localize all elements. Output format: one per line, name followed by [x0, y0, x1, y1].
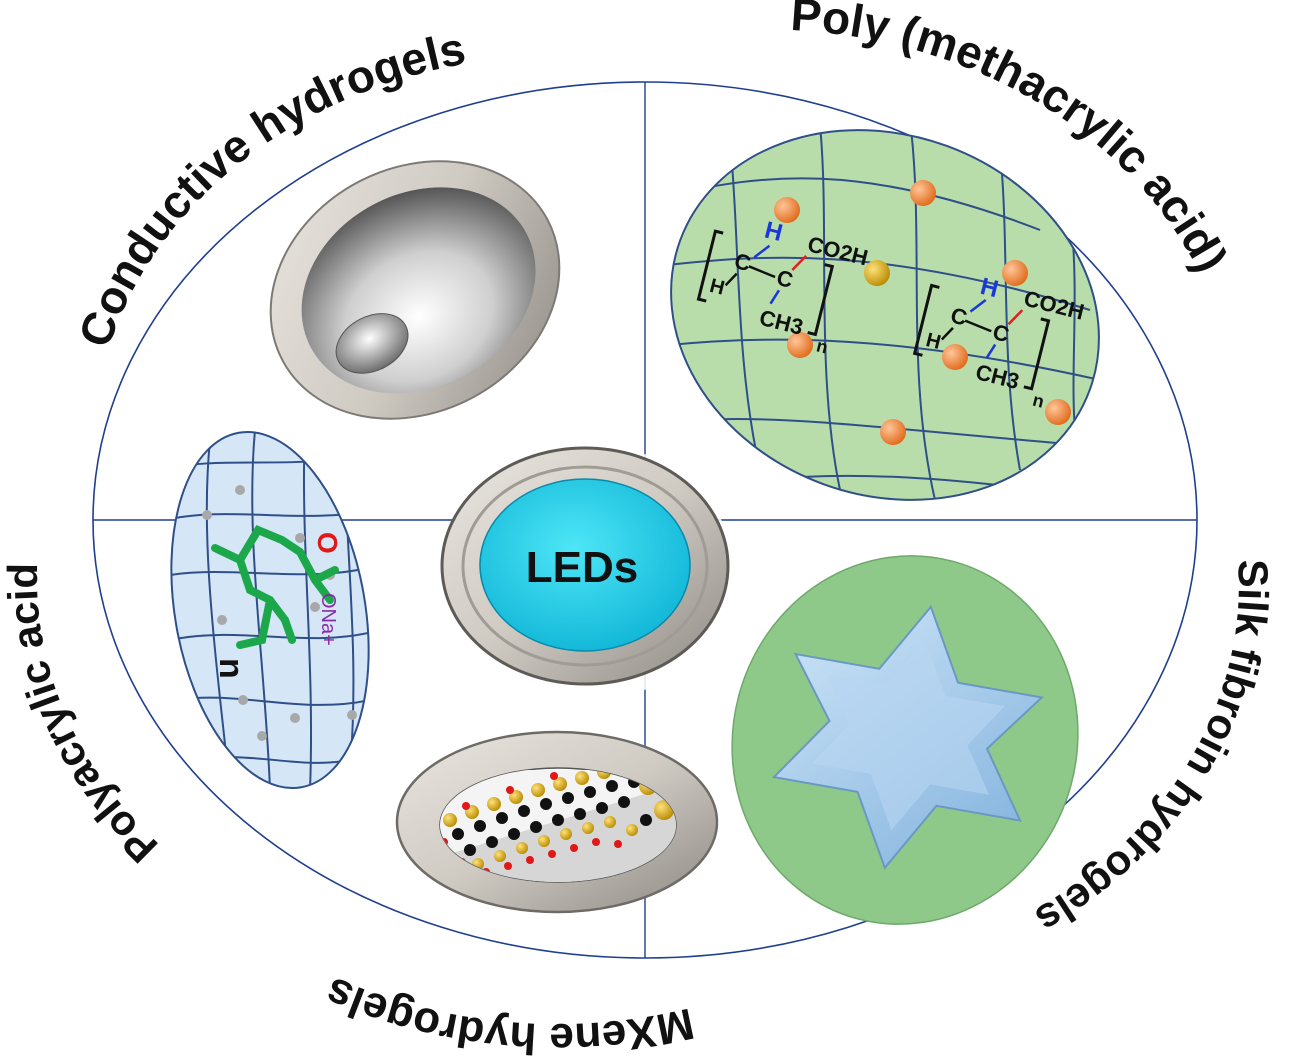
pma2-c2-label: C — [990, 319, 1012, 347]
pma2-h2-label: H — [924, 329, 943, 354]
label-polyacrylic-acid: Polyacrylic acid — [0, 563, 166, 873]
pma-ion-dots — [774, 180, 1071, 445]
silk-fibroin-panel — [731, 555, 1079, 925]
pma1-c1-label: C — [732, 248, 754, 276]
paa-green-chain — [211, 524, 339, 649]
pma2-n-label: n — [1031, 390, 1047, 412]
pma1-n-label: n — [814, 335, 830, 357]
pma1-c2-label: C — [774, 265, 796, 293]
pma2-c1-label: C — [948, 302, 970, 330]
paa-ona-label: ONa+ — [317, 593, 339, 646]
paa-network-panel: O ONa+ n — [159, 429, 381, 791]
pma2-h-label: H — [978, 273, 1001, 303]
led-center-button: LEDs — [440, 444, 734, 700]
pma-network-panel — [667, 119, 1101, 501]
led-label: LEDs — [526, 543, 638, 592]
paa-o-label: O — [312, 532, 343, 554]
paa-n-label: n — [212, 658, 250, 679]
pma1-h-label: H — [762, 217, 785, 247]
conductive-hydrogel-bowl — [269, 160, 561, 420]
pma1-h2-label: H — [707, 275, 726, 300]
label-mxene-hydrogels: MXene hydrogels — [318, 967, 698, 1058]
mxene-lens — [395, 730, 719, 914]
